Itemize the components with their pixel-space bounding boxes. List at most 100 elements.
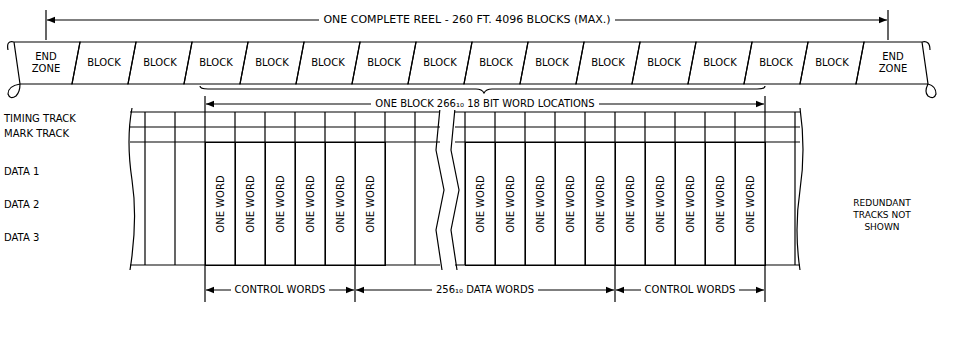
block-label: BLOCK: [479, 57, 513, 69]
shape-path: [72, 42, 136, 84]
word-label: ONE WORD: [595, 175, 607, 232]
cell-line: [145, 112, 795, 265]
word-cell: ONE WORD: [325, 142, 356, 266]
block-label: BLOCK: [199, 57, 233, 69]
dimension-tick: [46, 10, 888, 40]
word-cell: ONE WORD: [205, 142, 236, 266]
tape-break: [436, 108, 459, 270]
word-label: ONE WORD: [565, 175, 577, 232]
word-label: ONE WORD: [245, 175, 257, 232]
word-label: ONE WORD: [625, 175, 637, 232]
word-label: ONE WORD: [535, 175, 547, 232]
shape-path: [408, 42, 472, 84]
word-cell: ONE WORD: [235, 142, 266, 266]
tape-block: BLOCK: [632, 42, 696, 84]
dimension-label: 256₁₀ DATA WORDS: [432, 284, 538, 296]
track-line: [130, 112, 800, 265]
word-cell: ONE WORD: [615, 142, 646, 266]
dimension-label: CONTROL WORDS: [231, 284, 330, 296]
shape-path: [744, 42, 808, 84]
tape-block: BLOCK: [352, 42, 416, 84]
dimension-tick: [205, 96, 765, 112]
block-label: BLOCK: [759, 57, 793, 69]
tape-block: BLOCK: [184, 42, 248, 84]
tape-block: BLOCK: [800, 42, 864, 84]
word-cell: ONE WORD: [355, 142, 386, 266]
shape-path: [296, 42, 360, 84]
track-name: DATA 1: [4, 166, 39, 178]
shape-path: [520, 42, 584, 84]
shape-path: [800, 42, 864, 84]
word-cell: ONE WORD: [495, 142, 526, 266]
shape-path: [632, 42, 696, 84]
word-cell: ONE WORD: [295, 142, 326, 266]
word-cell: ONE WORD: [265, 142, 296, 266]
block-label: BLOCK: [423, 57, 457, 69]
shape-path: [576, 42, 640, 84]
tape-edge: [129, 108, 135, 270]
word-label: ONE WORD: [305, 175, 317, 232]
shape-path: [352, 42, 416, 84]
word-label: ONE WORD: [365, 175, 377, 232]
word-cell: ONE WORD: [525, 142, 556, 266]
dimension-label: ONE BLOCK 266₁₀ 18 BIT WORD LOCATIONS: [371, 98, 598, 110]
block-label: BLOCK: [367, 57, 401, 69]
word-label: ONE WORD: [505, 175, 517, 232]
shape-path: [856, 42, 936, 98]
word-cell: ONE WORD: [675, 142, 706, 266]
shape-path: [184, 42, 248, 84]
tape-block: BLOCK: [72, 42, 136, 84]
word-label: ONE WORD: [745, 175, 757, 232]
word-cell: ONE WORD: [585, 142, 616, 266]
block-label: BLOCK: [647, 57, 681, 69]
tape-block: BLOCK: [520, 42, 584, 84]
dimension-tick: [205, 265, 765, 302]
word-label: ONE WORD: [685, 175, 697, 232]
track-name: DATA 3: [4, 232, 39, 244]
tape-block: BLOCK: [688, 42, 752, 84]
word-cell: ONE WORD: [645, 142, 676, 266]
dimension-label: ONE COMPLETE REEL - 260 FT. 4096 BLOCKS …: [319, 14, 614, 26]
shape-path: [464, 42, 528, 84]
track-name: MARK TRACK: [4, 128, 69, 140]
brace: [200, 86, 765, 93]
tape-block: BLOCK: [296, 42, 360, 84]
word-label: ONE WORD: [335, 175, 347, 232]
block-label: BLOCK: [87, 57, 121, 69]
word-cell: ONE WORD: [705, 142, 736, 266]
track-name: TIMING TRACK: [4, 113, 76, 125]
tape-block: BLOCK: [240, 42, 304, 84]
word-label: ONE WORD: [655, 175, 667, 232]
block-label: BLOCK: [255, 57, 289, 69]
shape-path: [128, 42, 192, 84]
dimension-label: CONTROL WORDS: [641, 284, 740, 296]
end-zone-label: END ZONE: [23, 51, 69, 75]
shape-path: [240, 42, 304, 84]
word-label: ONE WORD: [215, 175, 227, 232]
tape-block: BLOCK: [464, 42, 528, 84]
end-zone: END ZONE: [6, 38, 86, 100]
tape-block: BLOCK: [744, 42, 808, 84]
word-cell: ONE WORD: [465, 142, 496, 266]
tape-block: BLOCK: [408, 42, 472, 84]
word-cell: ONE WORD: [735, 142, 766, 266]
note: REDUNDANT TRACKS NOT SHOWN: [842, 197, 922, 233]
block-label: BLOCK: [143, 57, 177, 69]
end-zone: END ZONE: [850, 38, 938, 100]
word-label: ONE WORD: [715, 175, 727, 232]
block-label: BLOCK: [703, 57, 737, 69]
block-label: BLOCK: [535, 57, 569, 69]
block-label: BLOCK: [591, 57, 625, 69]
block-label: BLOCK: [815, 57, 849, 69]
word-label: ONE WORD: [275, 175, 287, 232]
tape-block: BLOCK: [128, 42, 192, 84]
tape-block: BLOCK: [576, 42, 640, 84]
shape-path: [8, 42, 80, 98]
block-label: BLOCK: [311, 57, 345, 69]
track-name: DATA 2: [4, 199, 39, 211]
tape-edge: [797, 108, 803, 270]
shape-path: [688, 42, 752, 84]
word-label: ONE WORD: [475, 175, 487, 232]
word-cell: ONE WORD: [555, 142, 586, 266]
